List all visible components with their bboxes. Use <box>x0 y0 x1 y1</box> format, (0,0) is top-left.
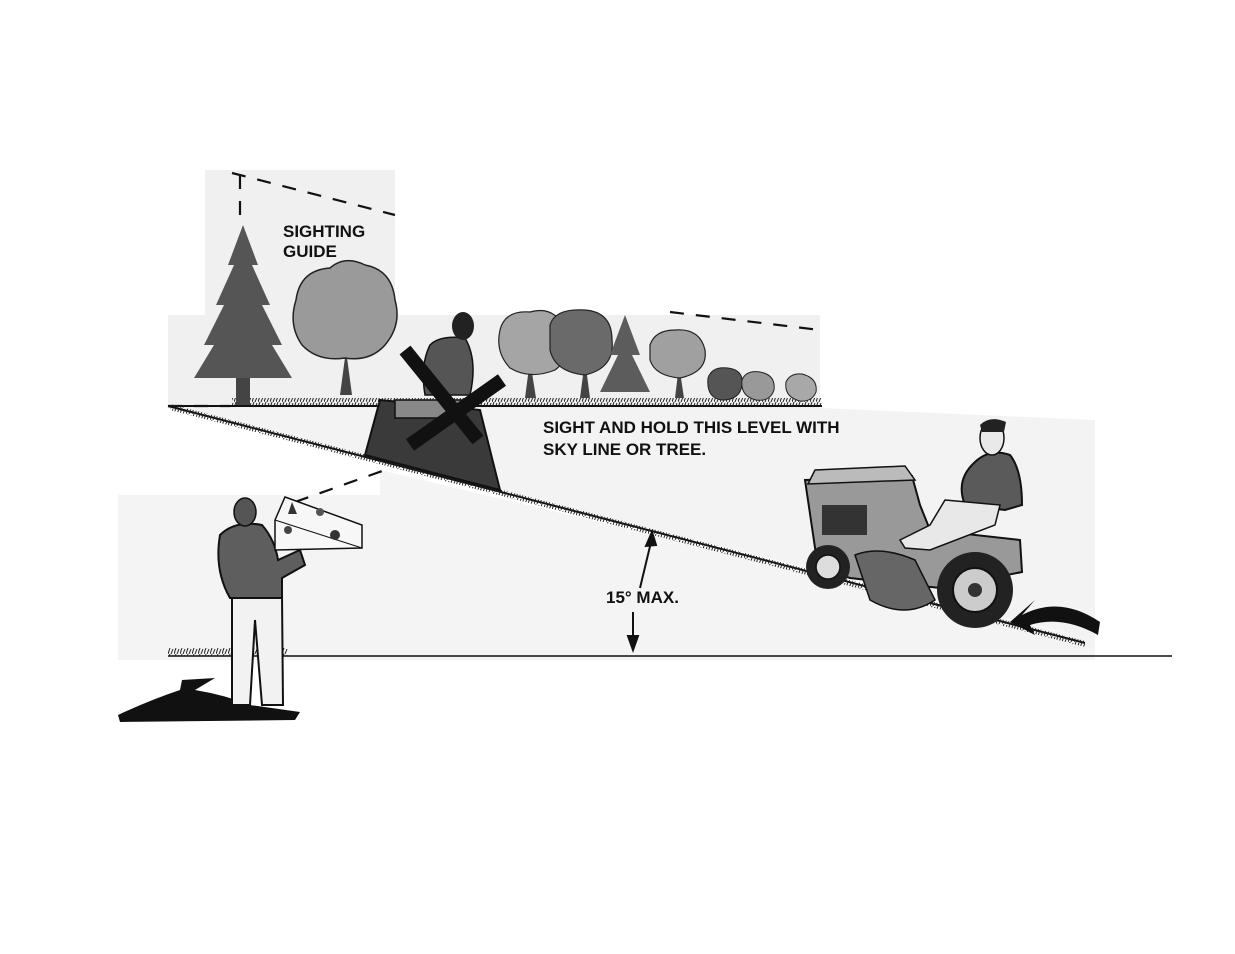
sighting-guide-label-line2: GUIDE <box>283 242 337 261</box>
angle-label: 15° MAX. <box>606 588 679 607</box>
front-wheel <box>806 545 850 589</box>
instruction-label-line2: SKY LINE OR TREE. <box>543 440 706 459</box>
rear-wheel <box>937 552 1013 628</box>
instruction-label: SIGHT AND HOLD THIS LEVEL WITH <box>543 418 840 437</box>
sighting-guide-label: SIGHTING <box>283 222 365 241</box>
